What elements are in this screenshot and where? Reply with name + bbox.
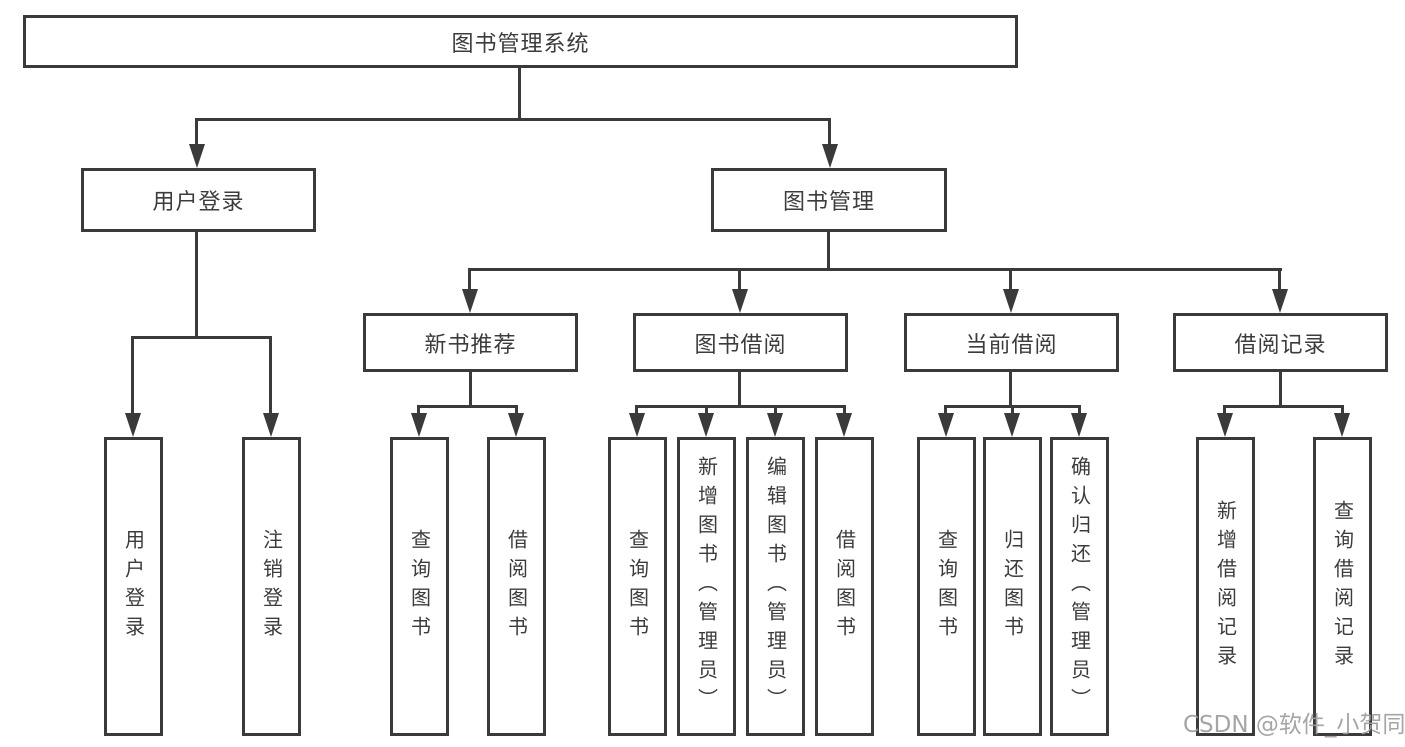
connector-line	[1009, 372, 1012, 405]
arrowhead-down-icon	[732, 289, 748, 313]
node-leaf-query-borrow-record-label: 查询借阅记录	[1330, 499, 1355, 674]
connector-line	[705, 405, 708, 419]
node-borrow-records: 借阅记录	[1173, 313, 1388, 372]
node-book-borrow: 图书借阅	[633, 313, 848, 372]
arrowhead-down-icon	[629, 413, 645, 437]
node-leaf-user-login: 用户登录	[104, 437, 163, 736]
node-leaf-confirm-return-admin-label: 确认归还（管理员）	[1067, 456, 1092, 717]
arrowhead-down-icon	[411, 413, 427, 437]
connector-line	[195, 232, 198, 336]
node-borrow-records-label: 借阅记录	[1234, 332, 1327, 358]
connector-line	[515, 405, 518, 419]
arrowhead-down-icon	[698, 413, 714, 437]
node-leaf-add-borrow-record: 新增借阅记录	[1196, 437, 1255, 736]
node-book-management-label: 图书管理	[782, 190, 875, 215]
arrowhead-down-icon	[767, 413, 783, 437]
arrowhead-down-icon	[938, 413, 954, 437]
node-root-label: 图书管理系统	[451, 31, 590, 57]
arrowhead-down-icon	[836, 413, 852, 437]
connector-line	[469, 372, 472, 405]
node-leaf-borrow-books-recommend: 借阅图书	[487, 437, 546, 736]
node-leaf-query-books-borrow-label: 查询图书	[625, 528, 650, 645]
connector-line	[269, 336, 272, 416]
node-leaf-query-books-recommend-label: 查询图书	[407, 528, 432, 645]
arrowhead-down-icon	[1004, 413, 1020, 437]
arrowhead-down-icon	[508, 413, 524, 437]
node-book-management: 图书管理	[711, 168, 947, 232]
connector-line	[738, 372, 741, 405]
connector-line	[518, 68, 521, 120]
arrowhead-down-icon	[1334, 413, 1350, 437]
connector-line	[468, 268, 1282, 271]
connector-line	[417, 405, 420, 419]
connector-line	[1009, 268, 1012, 294]
connector-line	[1223, 405, 1226, 419]
node-leaf-borrow-books-label: 借阅图书	[832, 528, 857, 645]
node-leaf-query-books-current: 查询图书	[917, 437, 976, 736]
node-leaf-borrow-books-recommend-label: 借阅图书	[504, 528, 529, 645]
node-current-borrow: 当前借阅	[904, 313, 1119, 372]
csdn-watermark-text: CSDN @软件_小贺同学	[1183, 712, 1405, 738]
node-leaf-query-books-current-label: 查询图书	[934, 528, 959, 645]
node-new-book-recommend: 新书推荐	[363, 313, 578, 372]
connector-line	[131, 336, 134, 416]
connector-line	[195, 118, 831, 121]
connector-line	[1279, 372, 1282, 405]
node-user-login-label: 用户登录	[152, 190, 245, 215]
node-current-borrow-label: 当前借阅	[965, 332, 1058, 358]
node-user-login: 用户登录	[81, 168, 316, 232]
connector-line	[738, 268, 741, 294]
node-leaf-return-books: 归还图书	[983, 437, 1042, 736]
connector-line	[827, 232, 830, 268]
node-leaf-edit-books-admin-label: 编辑图书（管理员）	[763, 456, 788, 717]
node-leaf-query-books-recommend: 查询图书	[390, 437, 449, 736]
connector-line	[131, 336, 272, 339]
connector-line	[1011, 405, 1014, 419]
connector-line	[774, 405, 777, 419]
arrowhead-down-icon	[189, 144, 205, 168]
node-new-book-recommend-label: 新书推荐	[424, 332, 517, 358]
connector-line	[843, 405, 846, 419]
arrowhead-down-icon	[462, 289, 478, 313]
connector-line	[417, 405, 518, 408]
node-leaf-add-books-admin: 新增图书（管理员）	[677, 437, 736, 736]
node-leaf-user-login-label: 用户登录	[121, 528, 146, 645]
connector-line	[1278, 268, 1281, 294]
connector-line	[828, 118, 831, 148]
connector-line	[635, 405, 846, 408]
node-root: 图书管理系统	[23, 15, 1018, 68]
node-leaf-borrow-books: 借阅图书	[815, 437, 874, 736]
node-book-borrow-label: 图书借阅	[694, 332, 787, 358]
node-leaf-logout: 注销登录	[242, 437, 301, 736]
node-leaf-return-books-label: 归还图书	[1000, 528, 1025, 645]
connector-line	[944, 405, 947, 419]
csdn-watermark: CSDN @软件_小贺同学	[1183, 705, 1405, 739]
arrowhead-down-icon	[822, 144, 838, 168]
arrowhead-down-icon	[263, 413, 279, 437]
arrowhead-down-icon	[1217, 413, 1233, 437]
connector-line	[1078, 405, 1081, 419]
arrowhead-down-icon	[1071, 413, 1087, 437]
node-leaf-edit-books-admin: 编辑图书（管理员）	[746, 437, 805, 736]
arrowhead-down-icon	[125, 413, 141, 437]
connector-line	[1341, 405, 1344, 419]
node-leaf-add-books-admin-label: 新增图书（管理员）	[694, 456, 719, 717]
arrowhead-down-icon	[1272, 289, 1288, 313]
connector-line	[635, 405, 638, 419]
node-leaf-add-borrow-record-label: 新增借阅记录	[1213, 499, 1238, 674]
connector-line	[1223, 405, 1344, 408]
arrowhead-down-icon	[1003, 289, 1019, 313]
connector-line	[195, 118, 198, 148]
connector-line	[468, 268, 471, 294]
node-leaf-confirm-return-admin: 确认归还（管理员）	[1050, 437, 1109, 736]
node-leaf-query-books-borrow: 查询图书	[608, 437, 667, 736]
node-leaf-logout-label: 注销登录	[259, 528, 284, 645]
node-leaf-query-borrow-record: 查询借阅记录	[1313, 437, 1372, 736]
